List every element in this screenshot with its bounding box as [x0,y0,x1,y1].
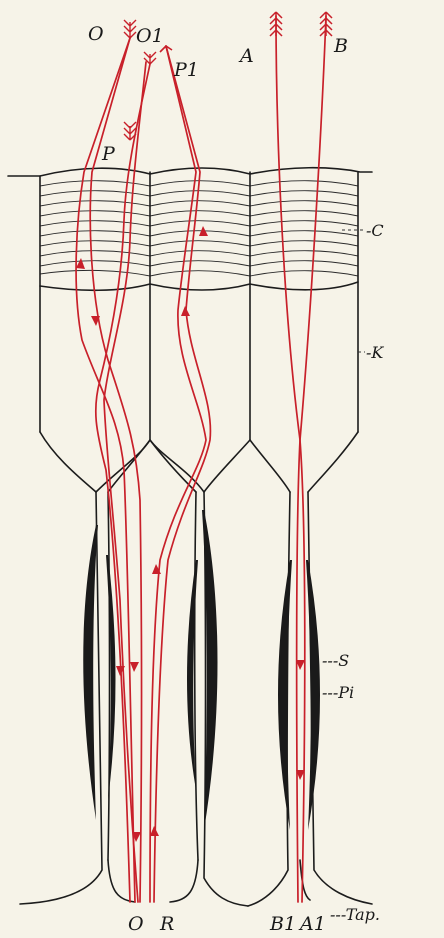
label-S: ---S [322,651,349,670]
label-P1: P1 [173,59,199,81]
label-C: -C [366,221,384,240]
feather-source-B [320,12,332,36]
label-bottom-R: R [159,913,174,935]
ray-arrow [76,258,85,269]
label-O1: O1 [136,25,164,47]
label-bottom-O: O [128,913,144,935]
label-K: -K [366,343,384,362]
feather-source-O [124,20,136,38]
label-Tap: ---Tap. [330,905,380,924]
ray-arrow [130,662,139,672]
label-P: P [101,143,116,165]
ray-arrow [150,826,159,836]
label-B1: B1 [269,913,296,935]
leader-lines [342,230,365,352]
cornea-lamellae [40,181,358,276]
label-A: A [238,45,254,67]
label-A1: A1 [298,913,326,935]
label-B: B [333,35,348,57]
feather-source-A [270,12,282,36]
ray-arrow [181,306,190,316]
crystalline-cones [40,172,358,492]
label-Pi: ---Pi [322,683,354,702]
label-O: O [88,23,104,45]
